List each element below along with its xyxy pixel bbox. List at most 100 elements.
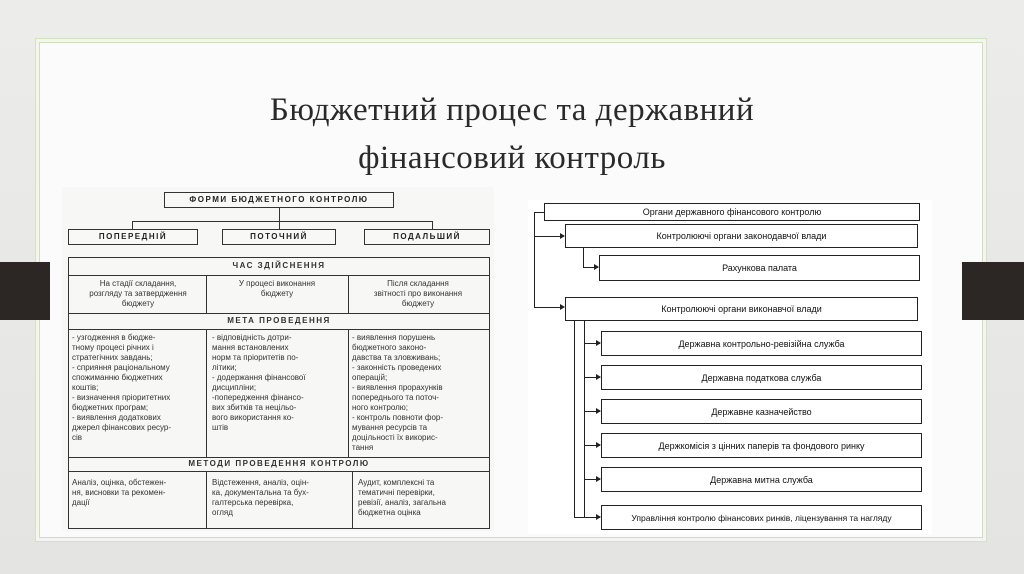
cell-line: спожиманню бюджетних	[72, 373, 206, 383]
connector	[534, 236, 562, 237]
cell-line: мання встановлених	[212, 343, 346, 353]
executive-item-box: Державна податкова служба	[601, 365, 922, 390]
executive-item-label: Державна митна служба	[710, 475, 813, 485]
row-divider	[68, 329, 490, 330]
executive-label: Контролюючі органи виконавчої влади	[661, 304, 822, 314]
cell-line: - узгодження в бюдже-	[72, 333, 206, 343]
form-box-preliminary: ПОПЕРЕДНІЙ	[68, 229, 198, 245]
connector	[132, 221, 133, 229]
cell-line: доцільності їх викорис-	[352, 433, 488, 443]
title-line-2: фінансовий контроль	[0, 134, 1024, 182]
root-box: Органи державного фінансового контролю	[544, 203, 920, 221]
cell-line: джерел фінансових ресур-	[72, 423, 206, 433]
executive-item-label: Державне казначейство	[711, 407, 811, 417]
cell-line: ня, висновки та рекомен-	[72, 488, 206, 498]
cell-line: вих збитків та нецільо-	[212, 403, 346, 413]
cell-line: Відстеження, аналіз, оцін-	[212, 478, 346, 488]
executive-item-label: Державна податкова служба	[702, 373, 822, 383]
form-label: ПОТОЧНИЙ	[250, 232, 308, 241]
connector	[432, 221, 433, 229]
executive-item-box: Державна контрольно-ревізійна служба	[601, 331, 922, 356]
cell-line: огляд	[212, 508, 346, 518]
cell-line: - додержання фінансової	[212, 373, 346, 383]
executive-item-box: Державне казначейство	[601, 399, 922, 424]
column-divider	[348, 329, 349, 457]
form-label: ПОДАЛЬШИЙ	[393, 232, 461, 241]
row-divider	[68, 313, 490, 314]
cell-line: Аналіз, оцінка, обстежен-	[72, 478, 206, 488]
cell-line: вого використання ко-	[212, 413, 346, 423]
diagram-top-box: ФОРМИ БЮДЖЕТНОГО КОНТРОЛЮ	[164, 192, 394, 208]
methods-header: МЕТОДИ ПРОВЕДЕННЯ КОНТРОЛЮ	[68, 459, 490, 469]
row-divider	[68, 275, 490, 276]
executive-item-box: Управління контролю фінансових ринків, л…	[601, 505, 922, 530]
connector	[132, 221, 432, 222]
cell-line: бюджету	[348, 299, 488, 309]
executive-item-box: Державна митна служба	[601, 467, 922, 492]
methods-cell-2: Відстеження, аналіз, оцін- ка, документа…	[212, 478, 346, 518]
methods-cell-1: Аналіз, оцінка, обстежен- ня, висновки т…	[72, 478, 206, 508]
cell-line: тання	[352, 443, 488, 453]
cell-line: - контроль повноти фор-	[352, 413, 488, 423]
purpose-cell-3: - виявлення порушень бюджетного законо- …	[352, 333, 488, 453]
cell-line: бюджетна оцінка	[358, 508, 488, 518]
root-label: Органи державного фінансового контролю	[643, 207, 821, 217]
cell-line: - визначення пріоритетних	[72, 393, 206, 403]
cell-line: Після складання	[348, 279, 488, 289]
row-divider	[68, 457, 490, 458]
executive-item-label: Державна контрольно-ревізійна служба	[678, 339, 844, 349]
cell-line: ного контролю;	[352, 403, 488, 413]
legislative-label: Контролюючі органи законодавчої влади	[657, 231, 827, 241]
legislative-item-box: Рахункова палата	[599, 255, 920, 281]
column-divider	[352, 471, 353, 529]
connector	[574, 321, 575, 517]
executive-box: Контролюючі органи виконавчої влади	[565, 297, 918, 321]
cell-line: норм та пріоритетів по-	[212, 353, 346, 363]
legislative-box: Контролюючі органи законодавчої влади	[565, 224, 918, 248]
cell-line: розгляду та затвердження	[70, 289, 206, 299]
time-cell-1: На стадії складання, розгляду та затверд…	[70, 279, 206, 309]
cell-line: бюджетних програм;	[72, 403, 206, 413]
purpose-cell-2: - відповідність дотри- мання встановлени…	[212, 333, 346, 433]
cell-line: літики;	[212, 363, 346, 373]
cell-line: попереднього та поточ-	[352, 393, 488, 403]
cell-line: бюджету	[208, 289, 346, 299]
cell-line: тематичні перевірки,	[358, 488, 488, 498]
connector	[534, 212, 544, 213]
column-divider	[206, 329, 207, 457]
connector	[279, 208, 280, 221]
cell-line: ка, документальна та бух-	[212, 488, 346, 498]
column-divider	[206, 275, 207, 313]
cell-line: операцій;	[352, 373, 488, 383]
budget-control-forms-diagram: ФОРМИ БЮДЖЕТНОГО КОНТРОЛЮ ПОПЕРЕДНІЙ ПОТ…	[62, 187, 494, 531]
title-line-1: Бюджетний процес та державний	[0, 86, 1024, 134]
legislative-item-label: Рахункова палата	[722, 263, 797, 273]
cell-line: У процесі виконання	[208, 279, 346, 289]
executive-item-label: Управління контролю фінансових ринків, л…	[631, 513, 891, 523]
connector	[534, 212, 535, 308]
cell-line: штів	[212, 423, 346, 433]
diagram-top-label: ФОРМИ БЮДЖЕТНОГО КОНТРОЛЮ	[189, 195, 368, 204]
cell-line: сів	[72, 433, 206, 443]
cell-line: - сприяння раціональному	[72, 363, 206, 373]
cell-line: стратегічних завдань;	[72, 353, 206, 363]
column-divider	[206, 471, 207, 529]
cell-line: дації	[72, 498, 206, 508]
column-divider	[348, 275, 349, 313]
row-divider	[68, 471, 490, 472]
form-box-subsequent: ПОДАЛЬШИЙ	[364, 229, 490, 245]
connector	[584, 321, 585, 517]
slide-title: Бюджетний процес та державний фінансовий…	[0, 86, 1024, 182]
purpose-cell-1: - узгодження в бюдже- тному процесі річн…	[72, 333, 206, 443]
right-decorative-tab	[962, 262, 1024, 320]
methods-cell-3: Аудит, комплексні та тематичні перевірки…	[358, 478, 488, 518]
cell-line: давства та зловживань;	[352, 353, 488, 363]
cell-line: галтерська перевірка,	[212, 498, 346, 508]
time-cell-2: У процесі виконання бюджету	[208, 279, 346, 299]
cell-line: бюджетного законо-	[352, 343, 488, 353]
cell-line: Аудит, комплексні та	[358, 478, 488, 488]
cell-line: - виявлення порушень	[352, 333, 488, 343]
connector	[279, 221, 280, 229]
connector	[583, 248, 584, 268]
cell-line: звітності про виконання	[348, 289, 488, 299]
